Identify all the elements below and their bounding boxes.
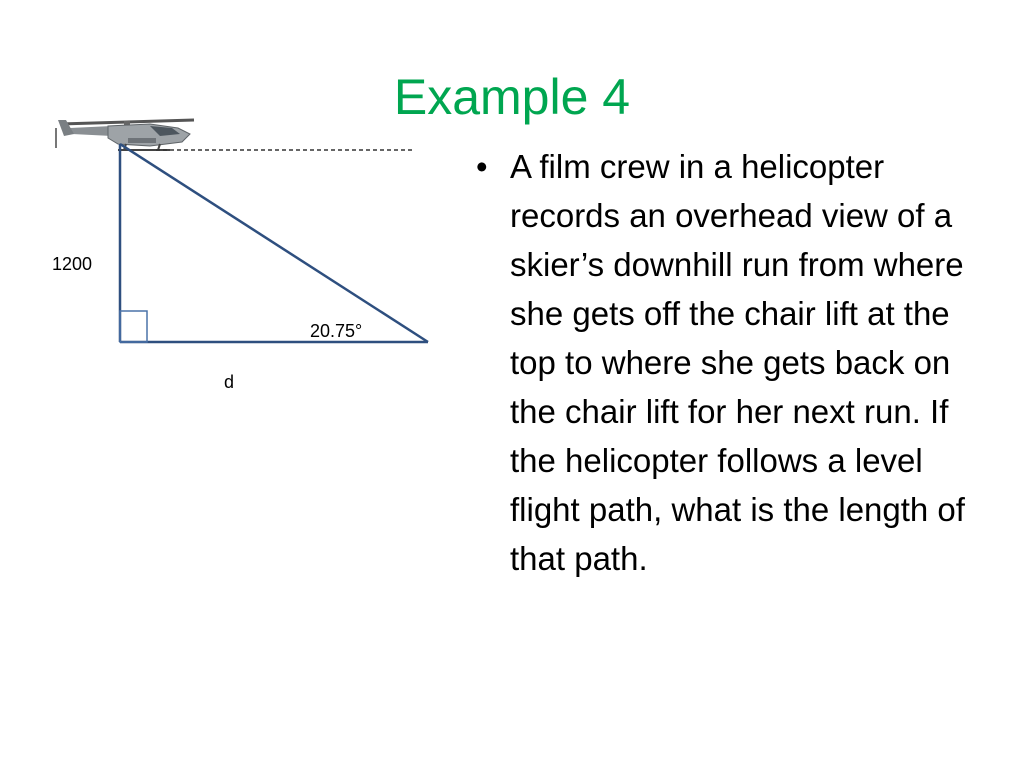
problem-bullet: • A film crew in a helicopter records an… [470, 142, 990, 583]
angle-label: 20.75° [310, 321, 362, 341]
triangle-diagram: 1200 20.75° d [52, 118, 429, 392]
hypotenuse-side [119, 142, 429, 344]
right-triangle [118, 142, 429, 344]
height-label: 1200 [52, 254, 92, 274]
base-label: d [224, 372, 234, 392]
helicopter-icon [55, 118, 195, 151]
problem-text: A film crew in a helicopter records an o… [510, 148, 965, 577]
bullet-marker: • [476, 148, 488, 185]
slide-title: Example 4 [393, 69, 631, 125]
right-angle-marker [119, 310, 148, 343]
